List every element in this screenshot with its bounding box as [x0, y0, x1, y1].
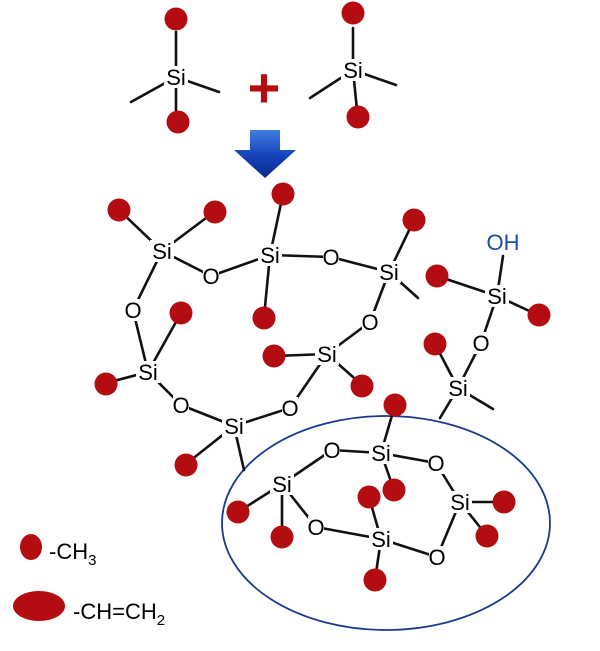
methyl-dot-icon — [363, 568, 387, 592]
methyl-dot-icon — [423, 332, 447, 356]
atom-label-backdrop — [282, 397, 298, 419]
atom-label-backdrop — [473, 332, 489, 354]
atom-label-backdrop — [429, 546, 445, 568]
silicon-atom-label: Si — [450, 490, 470, 515]
methyl-dot-icon — [226, 500, 250, 524]
silicon-atom-label: Si — [152, 239, 172, 264]
silicon-atom-label: Si — [371, 527, 391, 552]
legend-methyl-label: -CH3 — [49, 539, 96, 569]
atom-label-backdrop — [258, 244, 282, 266]
atom-label-backdrop — [428, 452, 444, 474]
oxygen-atom-label: O — [172, 393, 189, 418]
methyl-dot-icon — [252, 306, 276, 330]
methyl-dot-icon — [346, 105, 370, 129]
methyl-dot-icon — [382, 478, 406, 502]
oxygen-atom-label: O — [323, 438, 340, 463]
methyl-dot-icon — [169, 301, 193, 325]
plus-sign: + — [248, 56, 281, 119]
oxygen-atom-label: O — [428, 545, 445, 570]
methyl-dot-icon — [402, 208, 426, 232]
methyl-dot-icon — [203, 200, 227, 224]
hydroxyl-label: OH — [487, 230, 520, 255]
methyl-dot-icon — [271, 182, 295, 206]
methyl-dot-icon — [94, 372, 118, 396]
atom-label-backdrop — [203, 265, 219, 287]
oxygen-atom-label: O — [202, 264, 219, 289]
oxygen-atom-label: O — [472, 331, 489, 356]
reaction-arrow-icon — [234, 130, 296, 178]
silicon-atom-label: Si — [448, 376, 468, 401]
methyl-dot-icon — [107, 198, 131, 222]
atom-label-backdrop — [485, 285, 509, 307]
methyl-dot-icon — [270, 525, 294, 549]
atom-label-backdrop — [323, 246, 339, 268]
atom-label-backdrop — [448, 491, 472, 513]
oxygen-atom-label: O — [322, 245, 339, 270]
methyl-dot-icon — [475, 524, 499, 548]
atom-label-backdrop — [341, 59, 365, 81]
atom-label-backdrop — [173, 394, 189, 416]
atom-label-backdrop — [136, 361, 160, 383]
methyl-dot-icon — [527, 303, 551, 327]
silicon-atom-label: Si — [272, 472, 292, 497]
silicon-atom-label: Si — [260, 243, 280, 268]
atom-label-backdrop — [308, 516, 324, 538]
silicon-atom-label: Si — [224, 414, 244, 439]
methyl-dot-icon — [357, 485, 381, 509]
silicon-atom-label: Si — [487, 284, 507, 309]
atom-label-backdrop — [222, 415, 246, 437]
silicon-atom-label: Si — [379, 260, 399, 285]
bond-lines — [104, 26, 540, 582]
methyl-dot-icon — [425, 264, 449, 288]
atom-label-backdrop — [150, 240, 174, 262]
oxygen-atom-label: O — [361, 310, 378, 335]
silicon-atom-label: Si — [138, 360, 158, 385]
methyl-dot-icon — [341, 1, 365, 25]
atom-label-backdrop — [125, 299, 141, 321]
legend-vinyl-label: -CH=CH2 — [73, 599, 165, 629]
legend: -CH3 -CH=CH2 — [13, 534, 165, 629]
atom-label-backdrop — [164, 66, 188, 88]
atom-label-backdrop — [324, 439, 340, 461]
legend-methyl-dot-icon — [20, 534, 42, 560]
oxygen-atom-label: O — [307, 515, 324, 540]
methyl-dot-icon — [262, 344, 286, 368]
atom-label-backdrop — [270, 473, 294, 495]
methyl-dot-icon — [166, 110, 190, 134]
oxygen-atom-label: O — [124, 298, 141, 323]
silicon-atom-label: Si — [317, 342, 337, 367]
legend-vinyl-dot-icon — [13, 591, 65, 621]
atom-label-backdrop — [446, 377, 470, 399]
atom-label-backdrop — [377, 261, 401, 283]
atom-label-backdrop — [369, 528, 393, 550]
methyl-dot-icon — [383, 393, 407, 417]
atom-label-backdrop — [369, 442, 393, 464]
oxygen-atom-label: O — [281, 396, 298, 421]
silicon-atom-label: Si — [371, 441, 391, 466]
silicon-atom-label: Si — [343, 58, 363, 83]
silicon-atom-label: Si — [166, 65, 186, 90]
methyl-dot-icon — [174, 453, 198, 477]
methyl-dot-icon — [164, 7, 188, 31]
methyl-dot-icon — [350, 374, 374, 398]
methyl-dot-icon — [492, 490, 516, 514]
substituent-dots — [94, 1, 551, 592]
atom-label-backdrop — [315, 343, 339, 365]
cage-highlight-oval — [221, 415, 551, 631]
oxygen-atom-label: O — [427, 451, 444, 476]
atom-label-backdrop — [362, 311, 378, 333]
